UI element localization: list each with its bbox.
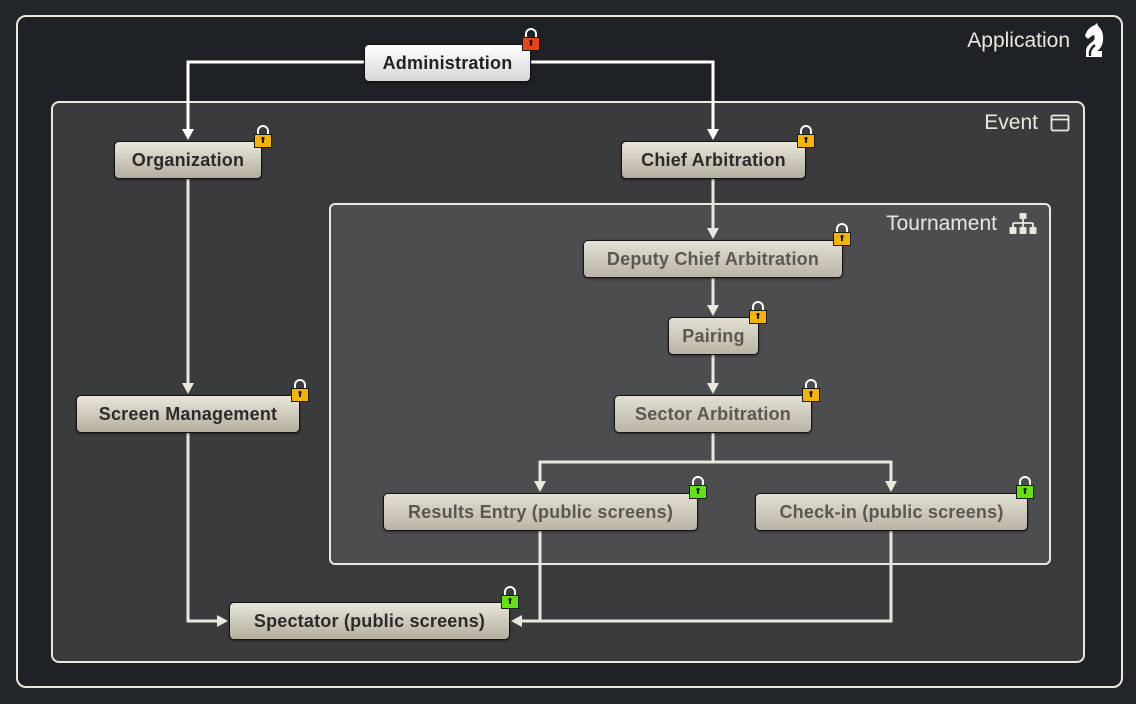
arrowhead (707, 305, 719, 316)
node-spectator[interactable]: Spectator (public screens) (229, 602, 510, 640)
edge-deputy-to-pairing (707, 278, 719, 316)
arrowhead (511, 615, 522, 627)
lock-icon-spectator (500, 585, 520, 609)
application-title: Application (967, 29, 1070, 52)
edge-organization-to-screen-management (182, 179, 194, 394)
node-sector-arbitration-label: Sector Arbitration (635, 403, 791, 424)
tournament-frame-title: Tournament (886, 212, 1037, 236)
node-administration[interactable]: Administration (364, 44, 531, 82)
edge-administration-to-organization (182, 60, 364, 140)
arrowhead (182, 383, 194, 394)
event-frame-title: Event (984, 111, 1070, 135)
node-results-entry-label: Results Entry (public screens) (407, 501, 674, 522)
node-pairing[interactable]: Pairing (668, 317, 759, 355)
edge-chief-to-deputy-chief-arbitration (707, 179, 719, 239)
edge-sector-to-check-in (713, 460, 897, 492)
node-administration-label: Administration (382, 52, 513, 73)
node-deputy-chief-arbitration[interactable]: Deputy Chief Arbitration (583, 240, 843, 278)
lock-icon-organization (253, 124, 273, 148)
node-check-in[interactable]: Check-in (public screens) (755, 493, 1028, 531)
chess-knight-icon (1082, 22, 1106, 60)
lock-icon-administration (521, 27, 541, 51)
arrowhead (534, 481, 546, 492)
node-organization[interactable]: Organization (114, 141, 262, 179)
edge-results-entry-to-spectator (511, 531, 542, 627)
arrowhead (885, 481, 897, 492)
hierarchy-icon (1009, 213, 1037, 235)
edge-check-in-to-spectator (540, 531, 893, 623)
node-chief-arbitration[interactable]: Chief Arbitration (621, 141, 806, 179)
edge-screen-management-to-spectator (186, 433, 228, 627)
lock-icon-deputy-chief-arbitration (832, 222, 852, 246)
node-check-in-label: Check-in (public screens) (779, 501, 1004, 522)
node-sector-arbitration[interactable]: Sector Arbitration (614, 395, 812, 433)
node-organization-label: Organization (131, 149, 245, 170)
edge-pairing-to-sector-arbitration (707, 355, 719, 394)
lock-icon-check-in (1015, 475, 1035, 499)
edge-sector-to-results-entry (534, 433, 715, 492)
event-title: Event (984, 111, 1038, 134)
node-spectator-label: Spectator (public screens) (253, 610, 486, 631)
lock-icon-pairing (748, 300, 768, 324)
lock-icon-screen-management (290, 378, 310, 402)
tournament-title: Tournament (886, 212, 997, 235)
node-results-entry[interactable]: Results Entry (public screens) (383, 493, 698, 531)
arrowhead (217, 615, 228, 627)
lock-icon-chief-arbitration (796, 124, 816, 148)
lock-icon-results-entry (688, 475, 708, 499)
node-screen-management-label: Screen Management (98, 403, 278, 424)
lock-icon-sector-arbitration (801, 378, 821, 402)
arrowhead (707, 228, 719, 239)
edge-administration-to-chief-arbitration (531, 60, 719, 140)
arrowhead (707, 383, 719, 394)
node-pairing-label: Pairing (682, 325, 745, 346)
node-deputy-chief-arbitration-label: Deputy Chief Arbitration (606, 248, 820, 269)
arrowhead (707, 129, 719, 140)
application-frame-title: Application (967, 22, 1106, 60)
arrowhead (182, 129, 194, 140)
calendar-icon (1050, 113, 1070, 133)
node-chief-arbitration-label: Chief Arbitration (641, 149, 786, 170)
node-screen-management[interactable]: Screen Management (76, 395, 300, 433)
